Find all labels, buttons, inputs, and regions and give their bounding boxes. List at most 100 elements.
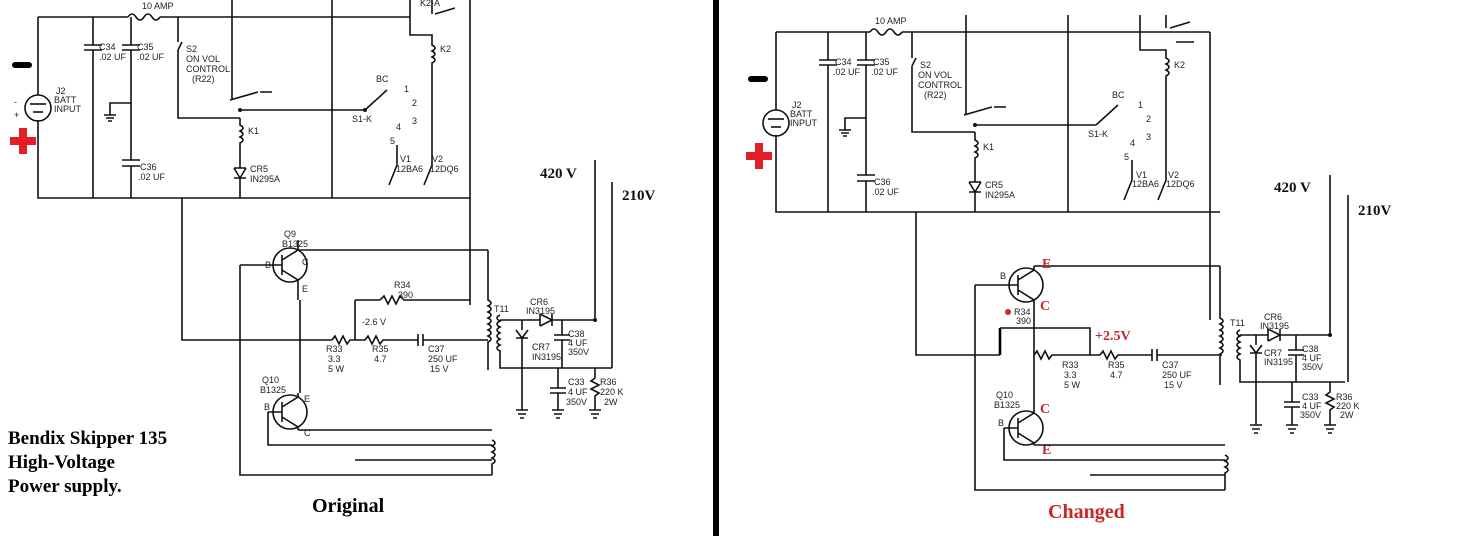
title-line-3: Power supply. [8,476,122,497]
s2-label: S2 [186,44,197,54]
collector-label-bottom: C [1040,402,1050,417]
fuse-label: 10 AMP [142,1,174,11]
r34-change-marker [1005,309,1011,315]
svg-text:CR5: CR5 [985,180,1003,190]
cr5-value: IN295A [250,174,280,184]
svg-text:R33: R33 [1062,360,1079,370]
svg-text:2: 2 [412,98,417,108]
svg-text:S1-K: S1-K [1088,129,1108,139]
svg-text:R36: R36 [600,377,617,387]
svg-text:5 W: 5 W [1064,380,1081,390]
q9-transistor-changed [1005,266,1044,306]
svg-text:CR7: CR7 [532,342,550,352]
svg-text:C38: C38 [568,329,585,339]
title-line-2: High-Voltage [8,452,115,473]
minus-marker-right [748,76,768,82]
bc-label: BC [376,74,389,84]
emitter-label-bottom: E [1042,443,1051,458]
svg-text:C35: C35 [873,57,890,67]
c36-value: .02 UF [138,172,166,182]
right-420v-label: 420 V [1274,180,1311,196]
svg-text:CR6: CR6 [1264,312,1282,322]
j2-label: J2 [56,86,66,96]
svg-text:1: 1 [404,84,409,94]
svg-text:R35: R35 [1108,360,1125,370]
svg-text:12BA6: 12BA6 [1132,179,1159,189]
svg-text:CR6: CR6 [530,297,548,307]
svg-text:350V: 350V [1300,410,1321,420]
svg-text:V1: V1 [400,154,411,164]
svg-text:+: + [14,110,19,120]
svg-text:2: 2 [1146,114,1151,124]
svg-text:220 K: 220 K [1336,401,1360,411]
svg-text:B1325: B1325 [260,385,286,395]
svg-text:C34: C34 [835,57,852,67]
svg-text:15 V: 15 V [430,364,449,374]
svg-text:R33: R33 [326,344,343,354]
svg-text:5: 5 [1124,152,1129,162]
svg-text:4 UF: 4 UF [1302,353,1322,363]
t11-transformer: T11 [486,250,612,475]
s1k-label: S1-K [352,114,372,124]
svg-text:4: 4 [1130,138,1135,148]
left-420v-label: 420 V [540,166,577,182]
svg-text:C33: C33 [1302,392,1319,402]
svg-text:10 AMP: 10 AMP [875,16,907,26]
svg-text:4 UF: 4 UF [1302,401,1322,411]
svg-text:B1325: B1325 [282,239,308,249]
c36-label: C36 [140,162,157,172]
svg-text:C: C [304,428,311,438]
changed-schematic: 10 AMP J2 BATT INPUT C34 .02 UF C35 .02 … [746,15,1392,523]
svg-text:2W: 2W [1340,410,1354,420]
svg-text:4 UF: 4 UF [568,387,588,397]
emitter-label-top: E [1042,257,1051,272]
k1-label: K1 [248,126,259,136]
svg-text:4.7: 4.7 [374,354,387,364]
svg-text:B: B [998,418,1004,428]
svg-text:B: B [1000,271,1006,281]
svg-text:C38: C38 [1302,344,1319,354]
caption-changed: Changed [1048,501,1125,523]
svg-text:3.3: 3.3 [328,354,341,364]
svg-text:CONTROL: CONTROL [918,80,962,90]
minus-marker [12,62,32,68]
svg-text:.02 UF: .02 UF [833,67,861,77]
c34-label: C34 [99,42,116,52]
svg-text:K2: K2 [1174,60,1185,70]
svg-text:Q10: Q10 [996,390,1013,400]
svg-text:V2: V2 [432,154,443,164]
q10-transistor-changed [1004,410,1044,446]
voltage-neg-2.6: -2.6 V [362,317,386,327]
svg-text:5 W: 5 W [328,364,345,374]
svg-text:IN3195: IN3195 [1264,357,1293,367]
s2-label-2: ON VOL [186,54,220,64]
svg-text:CR7: CR7 [1264,348,1282,358]
svg-text:4: 4 [396,122,401,132]
svg-text:T11: T11 [1230,318,1245,328]
svg-text:350V: 350V [1302,362,1323,372]
svg-text:3: 3 [412,116,417,126]
svg-text:C: C [302,257,309,267]
svg-text:-: - [14,97,17,107]
svg-text:V1: V1 [1136,170,1147,180]
svg-text:IN3195: IN3195 [526,306,555,316]
svg-text:T11: T11 [494,304,509,314]
svg-text:3.3: 3.3 [1064,370,1077,380]
right-210v-label: 210V [1358,203,1392,219]
svg-text:J2: J2 [792,100,802,110]
svg-text:250 UF: 250 UF [428,354,458,364]
collector-label-top: C [1040,299,1050,314]
svg-text:12DQ6: 12DQ6 [430,164,459,174]
svg-text:BC: BC [1112,90,1125,100]
svg-text:350V: 350V [568,347,589,357]
k2-label: K2 [440,44,451,54]
svg-text:BATT: BATT [790,109,813,119]
svg-text:INPUT: INPUT [790,118,818,128]
svg-text:K1: K1 [983,142,994,152]
k2a-label: K2-A [420,0,440,8]
left-210v-label: 210V [622,188,656,204]
svg-text:.02 UF: .02 UF [871,67,899,77]
svg-text:C37: C37 [1162,360,1179,370]
svg-text:390: 390 [1016,316,1031,326]
svg-text:ON VOL: ON VOL [918,70,952,80]
